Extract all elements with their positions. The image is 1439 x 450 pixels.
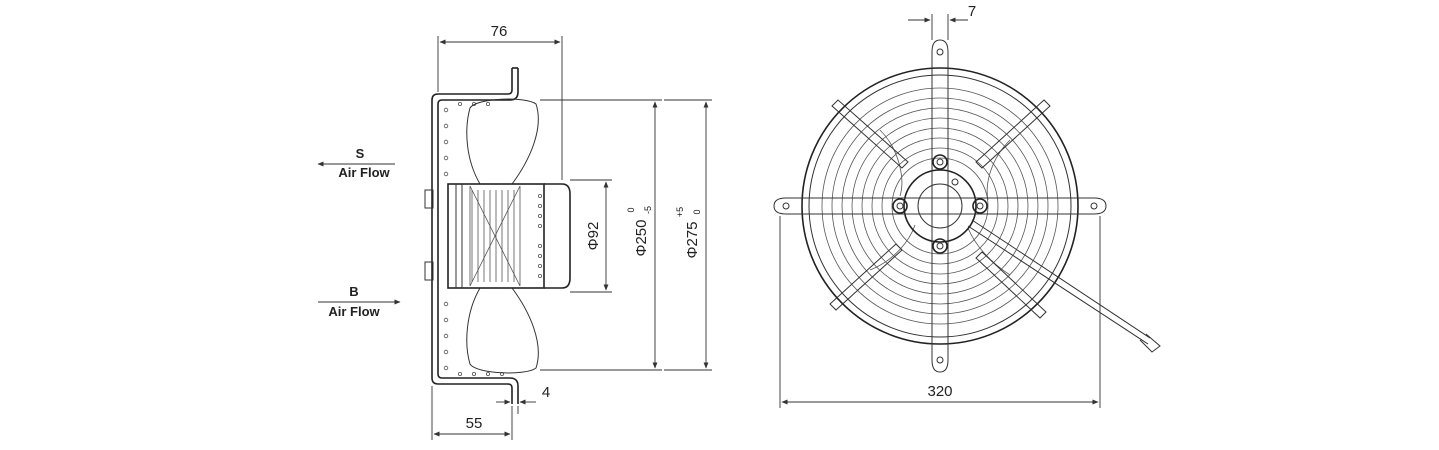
dim-dia-275-tol-upper: +5 [675, 207, 685, 217]
dim-dia-275-tol-lower: 0 [692, 209, 702, 214]
airflow-b-text: Air Flow [328, 304, 380, 319]
side-blade-lower [466, 287, 539, 374]
front-guard-struts [829, 99, 1051, 319]
front-bar-vertical [931, 39, 949, 373]
dim-dia-250-tol-lower: -5 [643, 206, 653, 214]
front-cable [967, 219, 1161, 353]
dim-76: 76 [491, 23, 508, 40]
dim-55: 55 [466, 415, 483, 432]
front-guard-outer-ring [801, 67, 1079, 345]
side-cap-holes [538, 193, 543, 278]
dim-7: 7 [968, 3, 976, 20]
side-blade-upper [466, 98, 539, 185]
side-motor-hatch [471, 190, 515, 282]
dim-dia-250-tol-upper: 0 [626, 207, 636, 212]
front-view: 7 320 [773, 3, 1161, 408]
side-bolt-top [424, 189, 434, 209]
front-guard-grille [821, 87, 1059, 325]
airflow-b-indicator: B Air Flow [318, 284, 401, 319]
dim-4: 4 [542, 384, 550, 401]
side-frame-holes [443, 102, 504, 376]
airflow-s-label: S [356, 146, 365, 161]
side-view: 76 55 4 Φ92 Φ250 0 -5 Φ275 +5 0 [424, 23, 712, 440]
dim-dia-275: Φ275 [684, 222, 701, 259]
airflow-s-text: Air Flow [338, 165, 390, 180]
side-motor-body [447, 183, 545, 289]
airflow-b-label: B [349, 284, 358, 299]
dim-dia-92: Φ92 [585, 222, 602, 251]
airflow-s-indicator: S Air Flow [317, 146, 395, 180]
front-bar-horizontal [773, 197, 1107, 215]
dim-320: 320 [927, 383, 952, 400]
side-bolt-bottom [424, 261, 434, 281]
front-hub-outer [903, 169, 977, 243]
front-hub-inner [917, 183, 963, 229]
front-mount-holes [892, 154, 988, 254]
dim-dia-250: Φ250 [633, 220, 650, 257]
